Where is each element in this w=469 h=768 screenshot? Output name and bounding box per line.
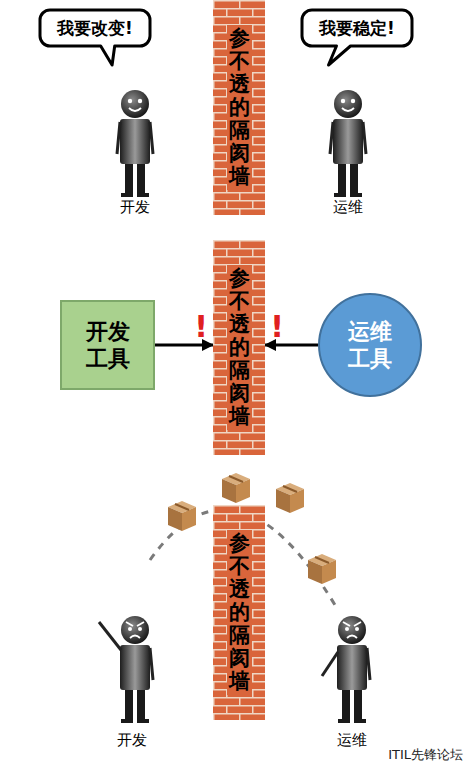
brick-wall: 参不透的隔阂墙: [213, 0, 265, 215]
watermark: ITIL先锋论坛: [388, 748, 463, 763]
brick-fill: [213, 240, 265, 455]
bubble-shape: [40, 10, 150, 65]
tool-circle: 运维工具: [318, 293, 422, 397]
wall-text: 参不透的隔阂墙: [227, 265, 252, 431]
alert-mark: !: [270, 312, 284, 342]
parcel: [308, 554, 336, 584]
wall-text: 参不透的隔阂墙: [227, 25, 252, 191]
brick-wall: 参不透的隔阂墙: [213, 240, 265, 455]
tool-label: 运维工具: [347, 318, 392, 373]
wall-text: 参不透的隔阂墙: [227, 530, 252, 696]
role-label: 开发: [120, 199, 150, 216]
bubble-shape: [302, 10, 412, 65]
angry-operator-figure: [322, 616, 370, 723]
arrow-connector: [155, 344, 213, 347]
brick-fill: [213, 0, 265, 215]
parcel: [276, 483, 304, 513]
brick-wall: 参不透的隔阂墙: [213, 505, 265, 720]
tool-box-outline: [60, 300, 155, 390]
tool-box: 开发工具: [60, 300, 155, 390]
speech-text: 我要稳定!: [319, 17, 395, 40]
role-label: 运维: [337, 732, 367, 749]
parcel: [222, 473, 250, 503]
speech-bubble: 我要改变!: [38, 8, 152, 48]
developer-figure: [117, 90, 153, 197]
circle-shape: [319, 294, 421, 396]
angry-developer-figure: [99, 616, 153, 723]
operator-figure: [330, 90, 366, 197]
brick-fill: [213, 505, 265, 720]
speech-text: 我要改变!: [57, 17, 133, 40]
tool-circle-outline: [318, 293, 422, 397]
parcel: [168, 501, 196, 531]
tool-label: 开发工具: [85, 318, 130, 373]
speech-bubble: 我要稳定!: [300, 8, 414, 48]
arrow-connector: [265, 344, 318, 347]
box-shape: [61, 301, 154, 389]
alert-mark: !: [194, 312, 208, 342]
role-label: 开发: [117, 732, 147, 749]
role-label: 运维: [333, 199, 363, 216]
